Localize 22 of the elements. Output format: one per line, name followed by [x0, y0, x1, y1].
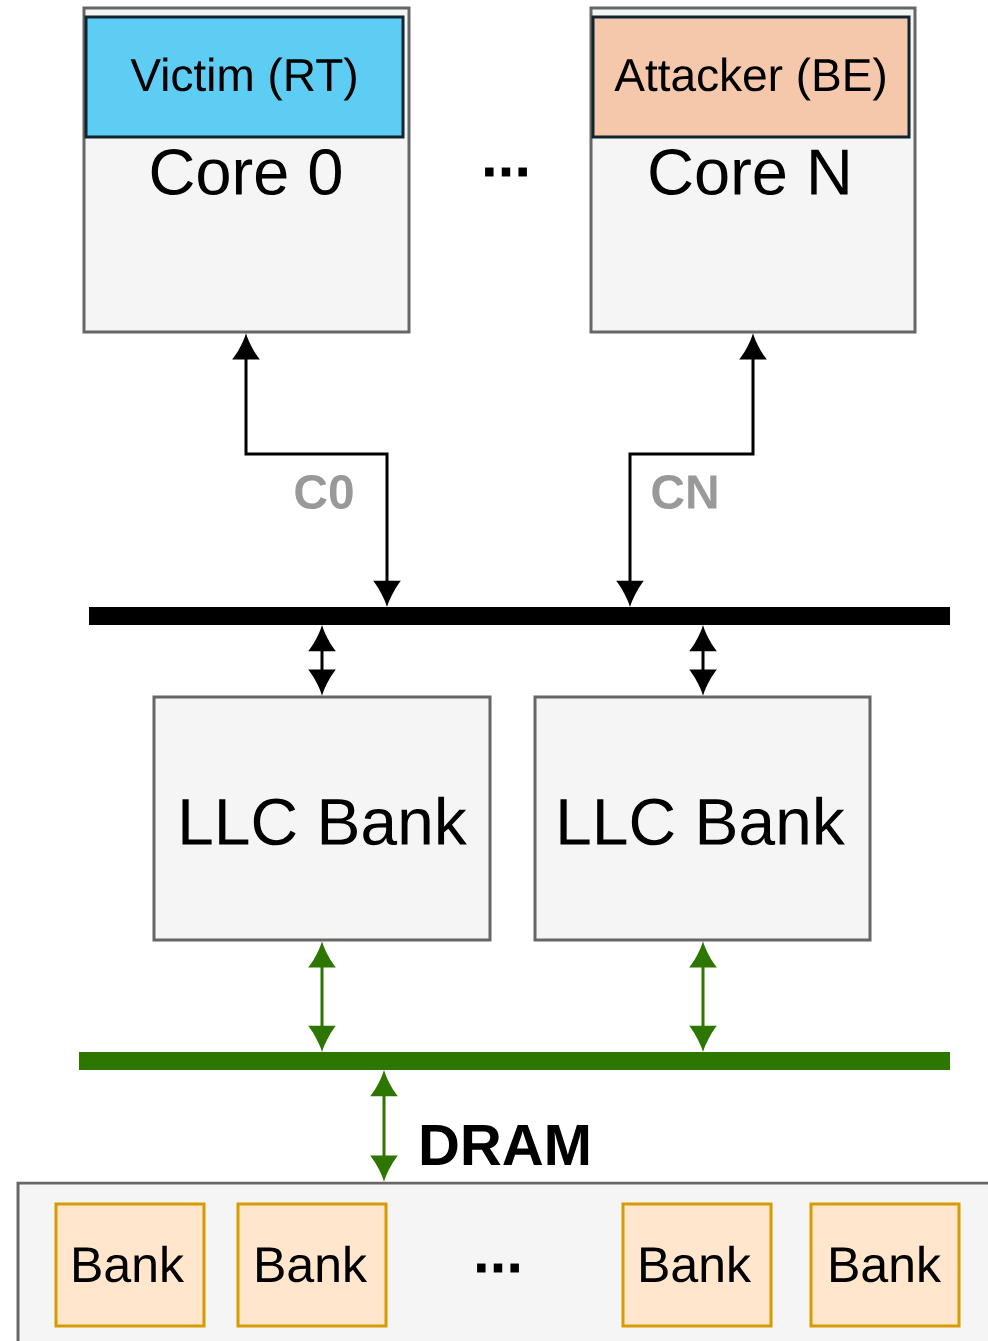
task-box: Attacker (BE)	[591, 15, 911, 139]
arrow	[617, 336, 766, 604]
cache-bank-box: LLC Bank	[152, 695, 492, 942]
node-label: DRAM	[421, 1125, 589, 1165]
arrow	[690, 944, 716, 1049]
edge-label: CN	[652, 475, 717, 509]
task-box: Victim (RT)	[84, 15, 405, 139]
bank-box: Bank	[236, 1202, 388, 1328]
ellipsis: ...	[477, 1263, 519, 1273]
edge-label: C0	[295, 475, 353, 509]
arrow	[690, 628, 716, 693]
bank-box: Bank	[54, 1202, 206, 1328]
arrow	[233, 336, 400, 604]
arrow	[371, 1073, 397, 1179]
arrow	[309, 628, 335, 693]
cache-bank-box: LLC Bank	[533, 695, 872, 942]
arrow	[309, 944, 335, 1049]
bank-box: Bank	[809, 1202, 961, 1328]
bank-box: Bank	[621, 1202, 773, 1328]
bus-bar	[89, 607, 950, 625]
bus-bar	[79, 1052, 950, 1070]
ellipsis: ...	[485, 167, 527, 177]
